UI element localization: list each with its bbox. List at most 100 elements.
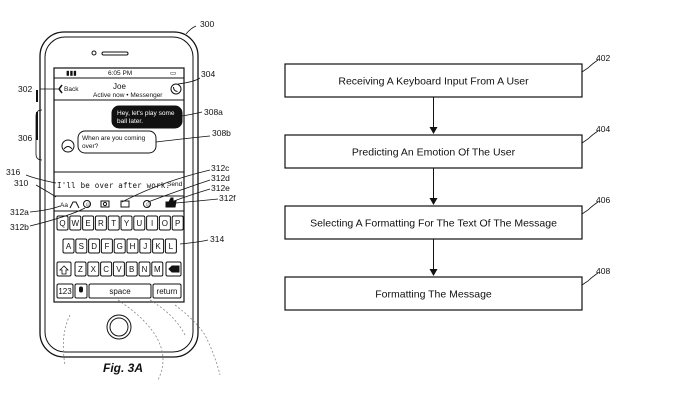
- key-j[interactable]: [139, 238, 152, 254]
- ref-402: 402: [596, 53, 610, 63]
- ref-312a: 312a: [10, 207, 29, 217]
- key-l[interactable]: [164, 238, 177, 254]
- key-e-label: E: [85, 219, 90, 228]
- key-d[interactable]: [88, 238, 101, 254]
- leader-316: [25, 174, 57, 184]
- leader-312f: [175, 198, 219, 204]
- flow-step-404: Predicting An Emotion Of The User 404: [284, 124, 610, 205]
- backspace-key[interactable]: [165, 261, 182, 277]
- keyboard: [56, 215, 184, 299]
- avatar: [61, 139, 75, 153]
- space-key[interactable]: [88, 283, 152, 299]
- key-f[interactable]: [100, 238, 113, 254]
- key-g-label: G: [117, 242, 123, 251]
- leader-300: [185, 25, 197, 35]
- ref-404: 404: [596, 124, 610, 134]
- key-o[interactable]: [158, 215, 171, 231]
- shift-key[interactable]: [56, 261, 72, 277]
- front-camera: [91, 50, 97, 56]
- key-w[interactable]: [69, 215, 82, 231]
- flow-step-402: Receiving A Keyboard Input From A User40…: [284, 53, 610, 134]
- flow-step-406: Selecting A Formatting For The Text Of T…: [284, 195, 610, 276]
- key-n-label: N: [142, 265, 148, 274]
- ref-312c: 312c: [211, 163, 230, 173]
- key-t-label: T: [111, 219, 116, 228]
- gallery-icon[interactable]: [120, 200, 130, 208]
- key-w-label: W: [72, 219, 80, 228]
- key-j-label: J: [143, 242, 147, 251]
- flow-box-408: [284, 276, 583, 311]
- key-l-label: L: [169, 242, 174, 251]
- leader-314: [179, 239, 209, 245]
- key-n[interactable]: [138, 261, 151, 277]
- key-v[interactable]: [112, 261, 125, 277]
- phone-text: ▮▮▮ 6:05 PM ▭ Back Joe Active now • Mess…: [57, 70, 183, 296]
- key-e[interactable]: [82, 215, 95, 231]
- key-h[interactable]: [126, 238, 139, 254]
- key-k[interactable]: [152, 238, 165, 254]
- camera-lens: [102, 201, 108, 207]
- leader-304: [177, 77, 201, 85]
- flow-step-text: Predicting An Emotion Of The User: [352, 147, 516, 159]
- key-k-label: K: [155, 242, 161, 251]
- numbers-key[interactable]: [56, 283, 74, 299]
- key-z[interactable]: [74, 261, 87, 277]
- key-u[interactable]: [133, 215, 146, 231]
- key-g[interactable]: [113, 238, 126, 254]
- flow-step-text: Selecting A Formatting For The Text Of T…: [310, 218, 557, 230]
- aa-format-icon[interactable]: [69, 201, 80, 209]
- key-d-label: D: [91, 242, 97, 251]
- leader-308a: [181, 111, 203, 117]
- leader-310: [35, 184, 57, 198]
- key-x-label: X: [91, 265, 97, 274]
- leader-404: [581, 130, 599, 144]
- key-y[interactable]: [120, 215, 133, 231]
- key-m[interactable]: [151, 261, 164, 277]
- key-r[interactable]: [94, 215, 107, 231]
- thumbs-up-icon[interactable]: [165, 197, 177, 208]
- ref-314: 314: [210, 234, 224, 244]
- phone-body: [39, 31, 199, 358]
- return-key-label: return: [157, 287, 178, 296]
- key-q[interactable]: [56, 215, 69, 231]
- key-c[interactable]: [100, 261, 113, 277]
- phone-reference-labels: [25, 25, 219, 245]
- send-button[interactable]: Send: [167, 181, 183, 188]
- flow-step-text: Formatting The Message: [375, 289, 492, 301]
- aa-button[interactable]: Aa: [60, 202, 68, 209]
- phone-reference-text: 300 304 302 306 308a 308b 316 310 312a 3…: [6, 19, 236, 244]
- home-button[interactable]: [106, 314, 132, 340]
- key-y-label: Y: [124, 219, 130, 228]
- ref-308b: 308b: [212, 128, 231, 138]
- smiley-icon[interactable]: [143, 200, 151, 208]
- phone-call-icon[interactable]: [170, 83, 182, 95]
- leader-406: [581, 201, 599, 215]
- key-a[interactable]: [62, 238, 75, 254]
- camera-icon[interactable]: [100, 200, 110, 208]
- back-button[interactable]: Back: [64, 86, 79, 93]
- ref-406: 406: [596, 195, 610, 205]
- leader-312d: [147, 179, 211, 203]
- contact-name: Joe: [113, 82, 126, 91]
- key-x[interactable]: [87, 261, 100, 277]
- emoji-feature-icon[interactable]: [83, 200, 91, 208]
- key-s[interactable]: [75, 238, 88, 254]
- key-b[interactable]: [125, 261, 138, 277]
- key-i-label: I: [151, 219, 153, 228]
- key-p[interactable]: [171, 215, 184, 231]
- return-key[interactable]: [152, 283, 182, 299]
- key-t[interactable]: [107, 215, 120, 231]
- key-z-label: Z: [78, 265, 83, 274]
- key-i[interactable]: [146, 215, 159, 231]
- message-input[interactable]: I'll be over after work.: [57, 181, 170, 190]
- key-a-label: A: [66, 242, 72, 251]
- mic-icon: [79, 286, 83, 293]
- figure-label: Fig. 3A: [103, 361, 143, 375]
- home-button-ring: [109, 317, 129, 337]
- back-chevron-icon: [58, 84, 63, 94]
- mic-key[interactable]: [74, 283, 88, 299]
